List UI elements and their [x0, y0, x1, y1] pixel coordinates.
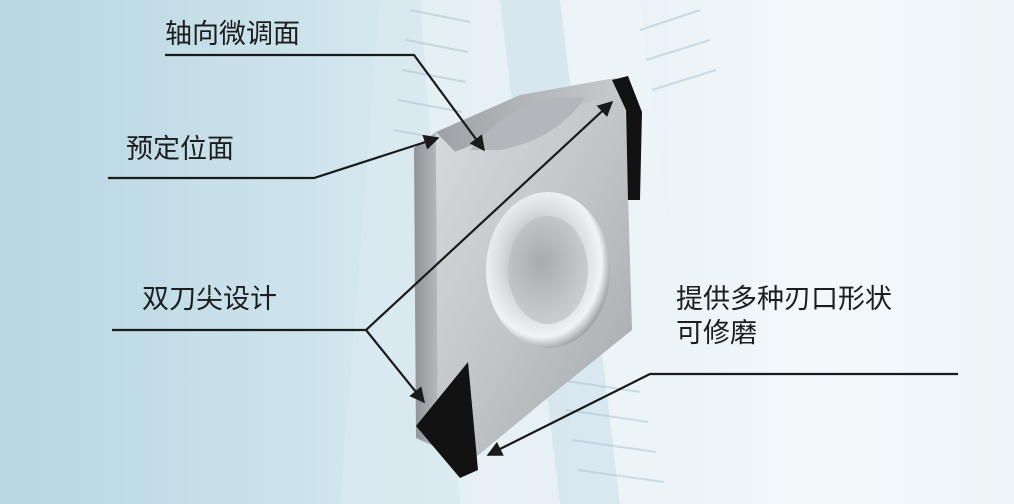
- label-edge-shapes-line1: 提供多种刃口形状: [676, 284, 892, 315]
- label-axial-adjust-face: 轴向微调面: [165, 19, 300, 50]
- insert-left-side: [414, 132, 438, 448]
- axial-adjust-scallop: [470, 97, 585, 150]
- label-locating-face: 预定位面: [126, 134, 234, 165]
- label-double-tip-design: 双刀尖设计: [142, 284, 277, 315]
- leader-edge-shapes: [486, 372, 958, 456]
- cutting-edge-top: [612, 76, 642, 200]
- label-edge-shapes: 提供多种刃口形状 可修磨: [676, 283, 892, 351]
- leader-double-tip-lower: [365, 329, 425, 404]
- label-edge-shapes-line2: 可修磨: [676, 318, 757, 349]
- leader-axial: [165, 53, 485, 152]
- leader-locating: [108, 134, 440, 180]
- cutting-edge-bottom: [416, 362, 478, 478]
- cutting-insert: [414, 76, 642, 478]
